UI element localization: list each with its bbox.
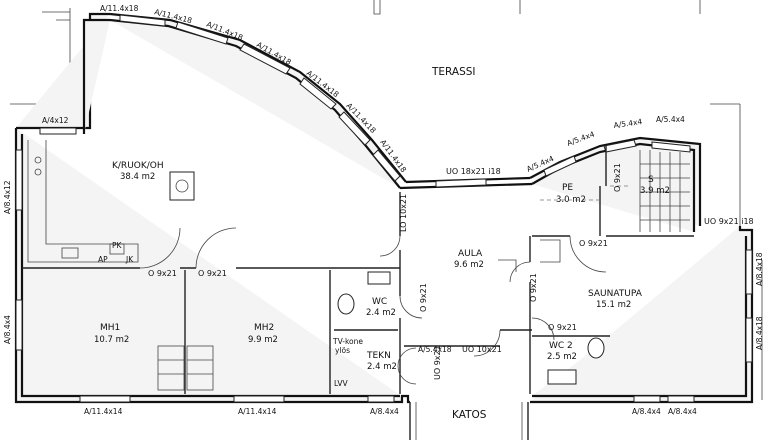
window-label-bottom-2: A/11.4x14 <box>238 407 277 416</box>
window-label-bottom-3: A/8.4x4 <box>370 407 399 416</box>
kitchen-counter <box>27 140 139 263</box>
window-label-bottom-4: A/8.4x4 <box>632 407 661 416</box>
mh1-area: 10.7 m2 <box>94 335 129 345</box>
door-swings <box>139 227 607 385</box>
fixture-label-lvv: LVV <box>334 379 348 388</box>
side-windows <box>15 127 753 403</box>
fireplace-icon <box>169 171 195 201</box>
interior-walls <box>22 146 694 394</box>
aula-label: AULA <box>458 249 483 259</box>
tekn-area: 2.4 m2 <box>367 362 397 372</box>
door-label-entrance: UO 10x21 <box>462 345 502 354</box>
window-label-sauna-1: A/8.4x18 <box>755 252 764 286</box>
fixture-label-jk: JK <box>125 255 134 264</box>
window-label-kitchen-top: A/4x12 <box>42 116 69 125</box>
wc2-label: WC 2 <box>549 341 573 351</box>
pe-label: PE <box>562 183 573 193</box>
window-label-bottom-5: A/8.4x4 <box>668 407 697 416</box>
aula-area: 9.6 m2 <box>454 260 484 270</box>
window-label-top-1: A/11.4x18 <box>100 4 139 13</box>
fixture-label-ap: AP <box>98 255 108 264</box>
fixture-label-ylos: ylös <box>335 346 350 355</box>
terassi-label: TERASSI <box>431 66 476 78</box>
door-label-tekn: UO 9x21 <box>433 345 442 380</box>
window-label-entrance: A/5.4x18 <box>418 345 452 354</box>
door-label-sauna-hall: O 9x21 <box>529 273 538 302</box>
outer-walls <box>14 12 754 404</box>
door-label-wc2: O 9x21 <box>548 323 577 332</box>
door-label-mh1: O 9x21 <box>148 269 177 278</box>
sauna-area: 15.1 m2 <box>596 300 631 310</box>
tekn-label: TEKN <box>366 351 391 361</box>
curved-wall-windows <box>119 14 691 188</box>
door-label-terrace: UO 18x21 i18 <box>446 167 501 176</box>
kitchen-label: K/RUOK/OH <box>112 161 164 171</box>
wc-fixtures <box>337 271 605 385</box>
mh2-label: MH2 <box>254 323 274 333</box>
sauna-label: SAUNATUPA <box>588 289 643 299</box>
wc-label: WC <box>372 297 387 307</box>
window-label-kitchen-side: A/8.4x12 <box>3 180 12 214</box>
mh1-label: MH1 <box>100 323 120 333</box>
door-label-sauna-out: UO 9x21 i18 <box>704 217 754 226</box>
sauna-benches <box>540 150 690 263</box>
fixture-label-tv: TV-kone <box>332 337 363 346</box>
door-label-s: O 9x21 <box>613 163 622 192</box>
door-label-wc: O 9x21 <box>419 283 428 312</box>
window-label-sauna-2: A/8.4x18 <box>755 316 764 350</box>
fixture-label-pk: PK <box>112 241 123 250</box>
window-label-pe-2: A/5.4x4 <box>566 129 596 147</box>
katos-label: KATOS <box>452 409 487 421</box>
window-label-s-1: A/5.4x4 <box>613 117 643 130</box>
beds <box>157 345 214 391</box>
pe-area: 3.0 m2 <box>556 195 586 205</box>
wc-area: 2.4 m2 <box>366 308 396 318</box>
katos-entrance <box>409 402 529 440</box>
door-label-pe: O 9x21 <box>579 239 608 248</box>
door-label-aula: LO 10x21 <box>399 194 408 232</box>
mh2-area: 9.9 m2 <box>248 335 278 345</box>
window-label-mh1-side: A/8.4x4 <box>3 315 12 344</box>
wc2-area: 2.5 m2 <box>547 352 577 362</box>
s-label: S <box>648 175 654 185</box>
window-label-bottom-1: A/11.4x14 <box>84 407 123 416</box>
door-label-mh2: O 9x21 <box>198 269 227 278</box>
window-label-s-2: A/5.4x4 <box>656 115 685 124</box>
kitchen-area: 38.4 m2 <box>120 172 155 182</box>
aula-markings <box>498 185 630 272</box>
s-area: 3.9 m2 <box>640 186 670 196</box>
